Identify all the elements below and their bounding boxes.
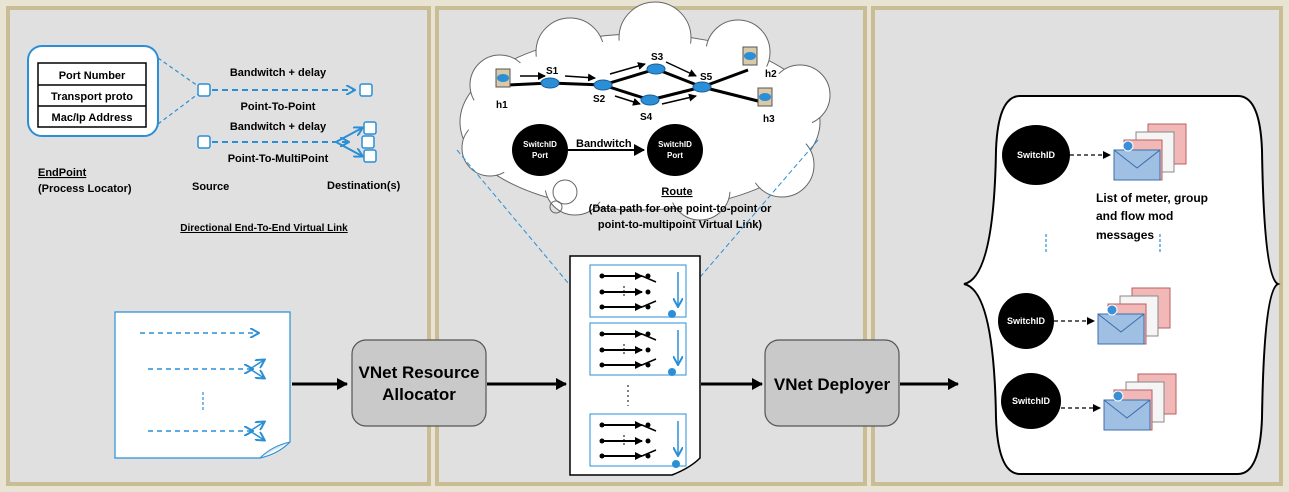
allocator-label-line-2: Allocator	[382, 385, 456, 404]
switch-s4-label: S4	[640, 112, 653, 123]
virtual-link-document	[114, 311, 291, 459]
endpoint-field-box	[37, 62, 147, 128]
p2mp-destination-endpoint-2	[361, 135, 375, 149]
destinations-label: Destination(s)	[327, 180, 401, 192]
host-h1-label: h1	[496, 100, 508, 111]
switch-s4-icon	[640, 94, 660, 106]
switch-s2-icon	[593, 79, 613, 91]
switchid-port-node-b	[647, 124, 703, 176]
switchid-node-1	[1002, 125, 1070, 185]
deployer-label: VNet Deployer	[774, 375, 891, 394]
switchid-node-2	[998, 293, 1054, 349]
p2p-label: Point-To-Point	[241, 101, 316, 113]
bandwidth-label: Bandwitch	[576, 138, 632, 150]
p2mp-bandwidth-label: Bandwitch + delay	[230, 121, 327, 133]
host-h3-label: h3	[763, 114, 775, 125]
switchid-node-1-label: SwitchID	[1017, 150, 1056, 160]
route-entry-1	[589, 264, 687, 318]
host-h2-label: h2	[765, 69, 777, 80]
switchid-node-2-label: SwitchID	[1007, 316, 1046, 326]
route-entry-3	[589, 413, 687, 468]
message-list-label-line-2: and flow mod	[1096, 209, 1173, 223]
route-entry-2	[589, 322, 687, 376]
route-description-line-2: point-to-multipoint Virtual Link)	[598, 219, 762, 231]
p2p-bandwidth-label: Bandwitch + delay	[230, 67, 327, 79]
endpoint-subtitle: (Process Locator)	[38, 183, 132, 195]
switch-s2-label: S2	[593, 94, 606, 105]
p2mp-label: Point-To-MultiPoint	[228, 153, 329, 165]
message-envelope-stack-3-icon	[1103, 373, 1177, 431]
host-h2-icon	[742, 46, 758, 66]
p2mp-destination-endpoint-1	[363, 121, 377, 135]
message-list-label-line-1: List of meter, group	[1096, 191, 1208, 205]
host-h1-icon	[495, 68, 511, 88]
switchid-port-node-a	[512, 124, 568, 176]
source-label: Source	[192, 181, 229, 193]
switch-s3-icon	[646, 63, 666, 75]
zoom-line-right	[669, 139, 819, 313]
message-list-label-line-3: messages	[1096, 228, 1154, 242]
message-envelope-stack-2-icon	[1097, 287, 1171, 345]
switch-s5-icon	[692, 81, 712, 93]
route-title: Route	[661, 186, 692, 198]
endpoint-field-transport: Transport proto	[51, 91, 133, 103]
vnet-deployer-box	[764, 339, 900, 427]
port-b-label: Port	[667, 151, 683, 160]
switch-s3-label: S3	[651, 52, 664, 63]
switchid-node-3	[1001, 373, 1061, 429]
switchid-a-label: SwitchID	[523, 140, 557, 149]
endpoint-field-address: Mac/Ip Address	[52, 112, 133, 124]
message-envelope-stack-1-icon	[1113, 123, 1187, 181]
switchid-node-3-label: SwitchID	[1012, 396, 1051, 406]
p2mp-source-endpoint	[197, 135, 211, 149]
p2p-destination-endpoint	[359, 83, 373, 97]
p2mp-destination-endpoint-3	[363, 149, 377, 163]
host-h3-icon	[757, 87, 773, 107]
switchid-b-label: SwitchID	[658, 140, 692, 149]
port-a-label: Port	[532, 151, 548, 160]
vnet-resource-allocator-box	[351, 339, 487, 427]
allocator-label-line-1: VNet Resource	[359, 363, 480, 382]
p2p-source-endpoint	[197, 83, 211, 97]
switch-s1-icon	[540, 77, 560, 89]
endpoint-field-port: Port Number	[59, 70, 126, 82]
switch-s5-label: S5	[700, 72, 713, 83]
endpoint-callout-line	[157, 57, 199, 87]
endpoint-title: EndPoint	[38, 167, 87, 179]
virtual-link-caption: Directional End-To-End Virtual Link	[180, 223, 348, 234]
switch-s1-label: S1	[546, 66, 559, 77]
route-description-line-1: (Data path for one point-to-point or	[589, 203, 772, 215]
